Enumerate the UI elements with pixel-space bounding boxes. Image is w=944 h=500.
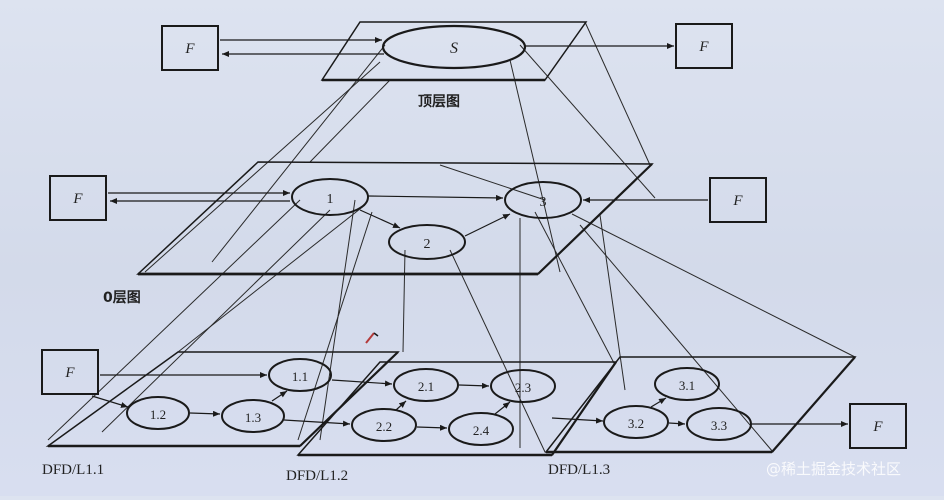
flow-1-2-to-1-3 xyxy=(189,410,221,417)
level0-caption: 0层图 xyxy=(103,290,141,306)
process-3 xyxy=(504,181,582,219)
entity-l11-label: F xyxy=(64,365,75,381)
process-1-1 xyxy=(268,358,332,392)
watermark: @稀土掘金技术社区 xyxy=(766,460,901,478)
process-1-3 xyxy=(221,399,285,433)
process-3-label: 3 xyxy=(540,195,547,210)
process-1-3-label: 1.3 xyxy=(245,410,261,425)
process-s xyxy=(381,24,527,70)
entity-l11 xyxy=(41,349,99,395)
flow-1-3-to-1-1 xyxy=(271,390,288,402)
entity-l13-label: F xyxy=(872,419,883,435)
flow-3-2-to-3-1 xyxy=(650,397,667,408)
process-2 xyxy=(388,224,466,260)
top-level-plane: S F F 顶层图 xyxy=(161,21,733,110)
process-1 xyxy=(291,178,369,216)
process-2-2-label: 2.2 xyxy=(376,419,392,434)
entity-l13 xyxy=(849,403,907,449)
flow-1-1-to-2-1 xyxy=(331,379,393,387)
level0-plane: 1 2 3 F F 0层图 xyxy=(49,161,767,306)
entity-top-right-label: F xyxy=(698,39,709,55)
pointer-cursor-icon xyxy=(365,332,379,344)
flow-2-4-to-2-3 xyxy=(494,401,511,415)
flow-2-2-to-2-4 xyxy=(416,424,448,431)
entity-l0-left xyxy=(49,175,107,221)
flow-1-to-2 xyxy=(359,209,401,229)
process-2-3 xyxy=(490,369,556,403)
level1-3-caption: DFD/L1.3 xyxy=(548,462,610,478)
process-1-label: 1 xyxy=(327,192,334,207)
flow-3-2-to-3-3 xyxy=(668,420,686,427)
process-2-1-label: 2.1 xyxy=(418,379,434,394)
process-2-2 xyxy=(351,408,417,442)
process-2-label: 2 xyxy=(424,237,431,252)
flow-2-3-to-3-2 xyxy=(551,417,604,424)
process-2-4 xyxy=(448,412,514,446)
flow-2-to-3 xyxy=(464,213,511,237)
flow-2-2-to-2-1 xyxy=(395,400,407,411)
entity-l0-right xyxy=(709,177,767,223)
process-1-1-label: 1.1 xyxy=(292,369,308,384)
level1-2-caption: DFD/L1.2 xyxy=(286,468,348,484)
process-s-label: S xyxy=(450,40,458,57)
flow-1-3-to-2-2 xyxy=(283,419,351,427)
level1-3-plane: 3.1 3.2 3.3 F DFD/L1.3 xyxy=(544,356,907,478)
process-2-1 xyxy=(393,368,459,402)
process-3-2 xyxy=(603,405,669,439)
level1-1-caption: DFD/L1.1 xyxy=(42,462,104,478)
process-3-1-label: 3.1 xyxy=(679,378,695,393)
entity-top-right xyxy=(675,23,733,69)
entity-top-left-label: F xyxy=(184,41,195,57)
process-2-4-label: 2.4 xyxy=(473,423,490,438)
process-1-2 xyxy=(126,396,190,430)
flow-2-1-to-2-3 xyxy=(458,382,490,389)
process-3-3 xyxy=(686,407,752,441)
level1-1-plane: F 1.1 1.2 1.3 DFD/L1.1 xyxy=(41,349,400,478)
entity-l0-right-label: F xyxy=(732,193,743,209)
process-3-1 xyxy=(654,367,720,401)
entity-l0-left-label: F xyxy=(72,191,83,207)
flow-f-to-1-2 xyxy=(91,395,129,408)
top-level-caption: 顶层图 xyxy=(418,94,460,110)
projection-lines xyxy=(47,21,856,453)
level1-2-plane: 2.1 2.2 2.3 2.4 DFD/L1.2 xyxy=(283,361,618,484)
entity-top-left xyxy=(161,25,219,71)
process-1-2-label: 1.2 xyxy=(150,407,166,422)
flow-1-to-3 xyxy=(367,194,504,201)
process-3-2-label: 3.2 xyxy=(628,416,644,431)
process-2-3-label: 2.3 xyxy=(515,380,531,395)
process-3-3-label: 3.3 xyxy=(711,418,727,433)
